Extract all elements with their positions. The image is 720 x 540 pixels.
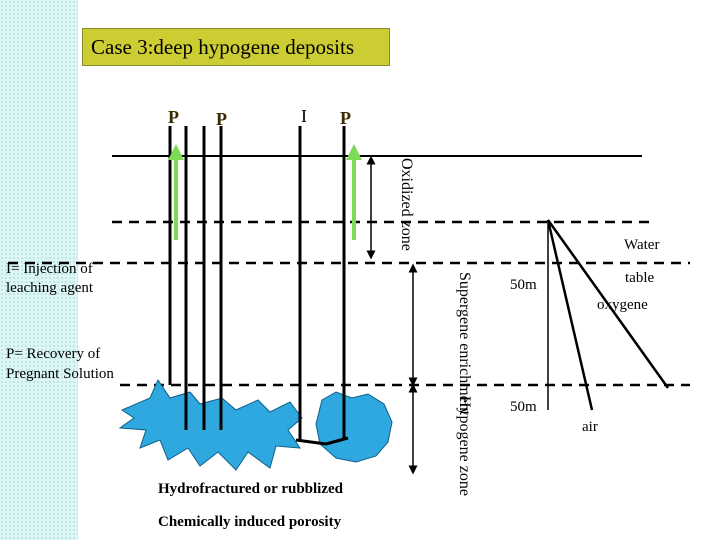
chemical-porosity-ore-body xyxy=(315,391,393,463)
well-p2-label: P xyxy=(216,109,227,129)
legend-recovery-line2: Pregnant Solution xyxy=(6,366,114,382)
decorative-side-band xyxy=(0,0,78,540)
depth-label-2: 50m xyxy=(510,399,537,415)
oxygen-profile-line-3 xyxy=(546,219,670,389)
page-title: Case 3:deep hypogene deposits xyxy=(82,28,390,66)
oxygene-label: oxygene xyxy=(597,297,648,313)
legend-injection-line1: I= Injection of xyxy=(6,261,93,277)
oxidized-zone-label: Oxidized zone xyxy=(398,158,415,251)
well-p1-label: P xyxy=(168,107,179,127)
depth-label-1: 50m xyxy=(510,277,537,293)
oxygen-profile-line-2 xyxy=(546,219,594,411)
chemical-porosity-caption: Chemically induced porosity xyxy=(158,514,342,530)
hydrofractured-ore-body xyxy=(118,378,303,471)
water-label: Water xyxy=(624,237,660,253)
legend-recovery-line1: P= Recovery of xyxy=(6,346,101,362)
bottom-connector xyxy=(295,438,327,446)
table-label: table xyxy=(625,270,655,286)
well-i-label: I xyxy=(301,106,307,126)
legend-injection-line2: leaching agent xyxy=(6,280,94,296)
hydrofractured-caption: Hydrofractured or rubblized xyxy=(158,481,343,497)
hypogene-zone-label: Hypogene zone xyxy=(456,396,473,496)
bottom-connector-b xyxy=(325,436,349,446)
air-label: air xyxy=(582,419,598,435)
supergene-zone-label: Supergene enrichment xyxy=(456,272,473,416)
well-p3-label: P xyxy=(340,108,351,128)
